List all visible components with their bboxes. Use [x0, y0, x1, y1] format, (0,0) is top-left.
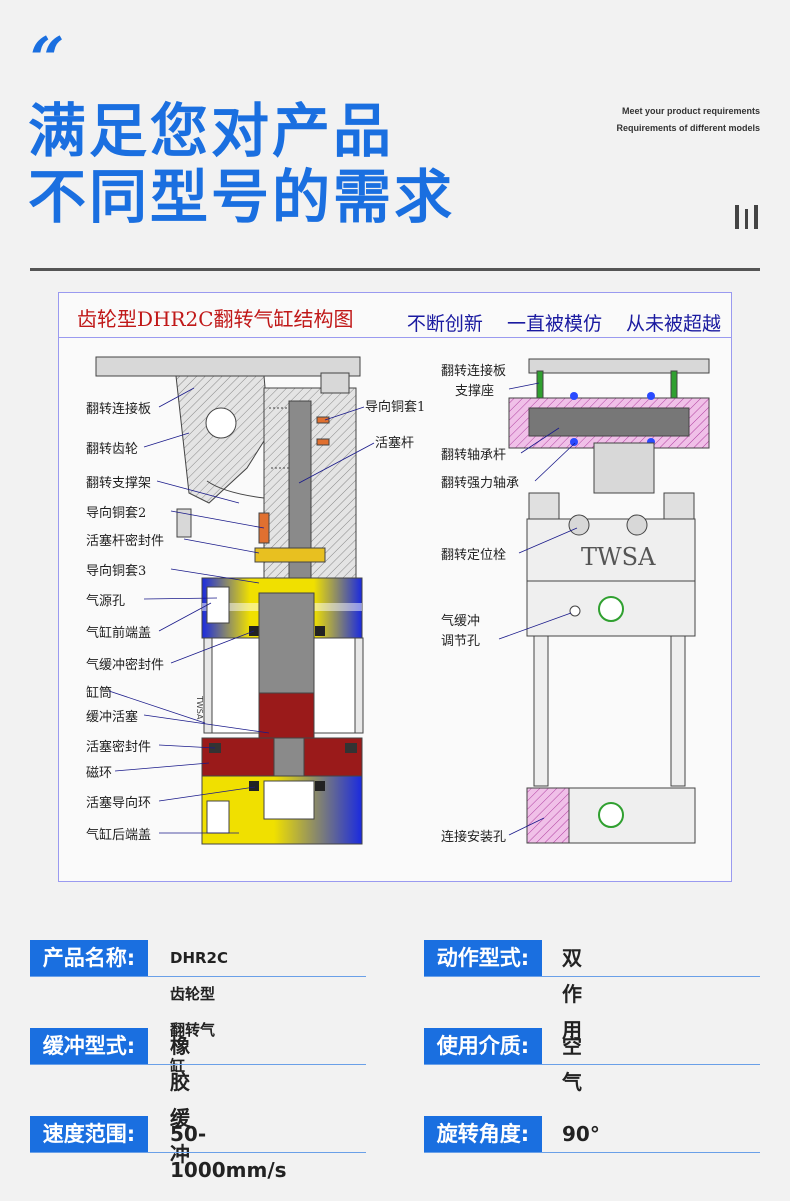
label-piston-guide: 活塞导向环 — [86, 795, 151, 811]
quote-mark: “ — [30, 25, 65, 95]
english-line-2: Requirements of different models — [616, 123, 760, 133]
label-air-port: 气源孔 — [86, 593, 125, 609]
label-piston-rod: 活塞杆 — [375, 435, 414, 451]
diagram-title: 齿轮型DHR2C翻转气缸结构图 — [77, 307, 354, 331]
structure-diagram-panel: 齿轮型DHR2C翻转气缸结构图 不断创新 一直被模仿 从未被超越 — [58, 292, 732, 882]
spec-speed-range-value: 50-1000mm/s — [170, 1122, 287, 1182]
headline-line-1: 满足您对产品 — [28, 97, 395, 165]
right-labels: 翻转连接板 支撑座 翻转轴承杆 翻转强力轴承 翻转定位栓 气缓冲 调节孔 连接安… — [441, 363, 519, 845]
label-support-seat: 支撑座 — [455, 384, 494, 399]
spec-action-type-label: 动作型式: — [424, 940, 542, 976]
label-rear-cap: 气缸后端盖 — [86, 827, 151, 843]
brand-logo-text: TWSA — [581, 543, 656, 571]
spec-action-type-value: 双作用 — [562, 946, 582, 1042]
label-flip-plate-right: 翻转连接板 — [441, 363, 506, 379]
spec-cushion-type-label: 缓冲型式: — [30, 1028, 148, 1064]
header-divider — [30, 268, 760, 271]
spec-rotation-angle-label: 旋转角度: — [424, 1116, 542, 1152]
mid-labels: 导向铜套1 活塞杆 — [365, 399, 425, 451]
label-guide-bush-2: 导向铜套2 — [86, 505, 146, 521]
label-piston-seal: 活塞密封件 — [86, 739, 151, 755]
cylinder-drawing: TWSA 翻转连接板 翻转齿轮 翻转支撑架 导向铜套2 活塞杆密封件 导向铜套3… — [86, 356, 710, 845]
spec-underline — [30, 1064, 366, 1065]
label-rod-seal: 活塞杆密封件 — [86, 533, 164, 549]
label-mount-hole: 连接安装孔 — [441, 829, 506, 845]
right-leaders — [498, 382, 578, 836]
mid-leaders — [298, 406, 375, 484]
left-labels: 翻转连接板 翻转齿轮 翻转支撑架 导向铜套2 活塞杆密封件 导向铜套3 气源孔 … — [86, 401, 164, 843]
label-magnet-ring: 磁环 — [86, 766, 112, 781]
spec-product-name-value: DHR2C齿轮型翻转气缸 — [170, 949, 229, 1075]
label-locating-pin: 翻转定位栓 — [441, 548, 506, 563]
label-bearing-rod: 翻转轴承杆 — [441, 448, 506, 463]
spec-underline — [424, 1152, 760, 1153]
english-line-1: Meet your product requirements — [621, 106, 760, 116]
label-guide-bush-1: 导向铜套1 — [365, 399, 425, 415]
diagram-title-rule — [59, 337, 731, 338]
label-barrel: 缸筒 — [86, 685, 112, 701]
spec-speed-range-label: 速度范围: — [30, 1116, 148, 1152]
spec-rotation-angle-value: 90° — [562, 1122, 600, 1146]
spec-underline — [424, 1064, 760, 1065]
spec-cushion-type-value: 橡胶缓冲 — [170, 1034, 190, 1166]
label-flip-bracket: 翻转支撑架 — [86, 476, 151, 491]
label-flip-gear: 翻转齿轮 — [86, 442, 138, 457]
label-flip-plate: 翻转连接板 — [86, 401, 151, 417]
pause-bars-icon — [735, 205, 758, 229]
label-cushion-piston: 缓冲活塞 — [86, 709, 138, 725]
spec-underline — [30, 1152, 366, 1153]
spec-product-name-label: 产品名称: — [30, 940, 148, 976]
diagram-slogan: 不断创新 一直被模仿 从未被超越 — [406, 313, 721, 335]
spec-medium-label: 使用介质: — [424, 1028, 542, 1064]
headline-line-2: 不同型号的需求 — [28, 163, 456, 231]
spec-underline — [424, 976, 760, 977]
label-adjust-hole: 调节孔 — [441, 634, 480, 649]
tube-mark: TWSA — [195, 695, 204, 720]
label-strong-bearing: 翻转强力轴承 — [441, 476, 519, 491]
label-guide-bush-3: 导向铜套3 — [86, 563, 146, 579]
english-subtitle: Meet your product requirements Requireme… — [616, 103, 760, 137]
label-cushion-seal: 气缓冲密封件 — [86, 657, 164, 673]
label-air-cushion: 气缓冲 — [441, 613, 480, 629]
label-front-cap: 气缸前端盖 — [86, 625, 151, 641]
spec-underline — [30, 976, 366, 977]
left-leaders — [108, 387, 270, 834]
spec-medium-value: 空气 — [562, 1034, 582, 1094]
headline: 满足您对产品 不同型号的需求 — [28, 98, 455, 230]
